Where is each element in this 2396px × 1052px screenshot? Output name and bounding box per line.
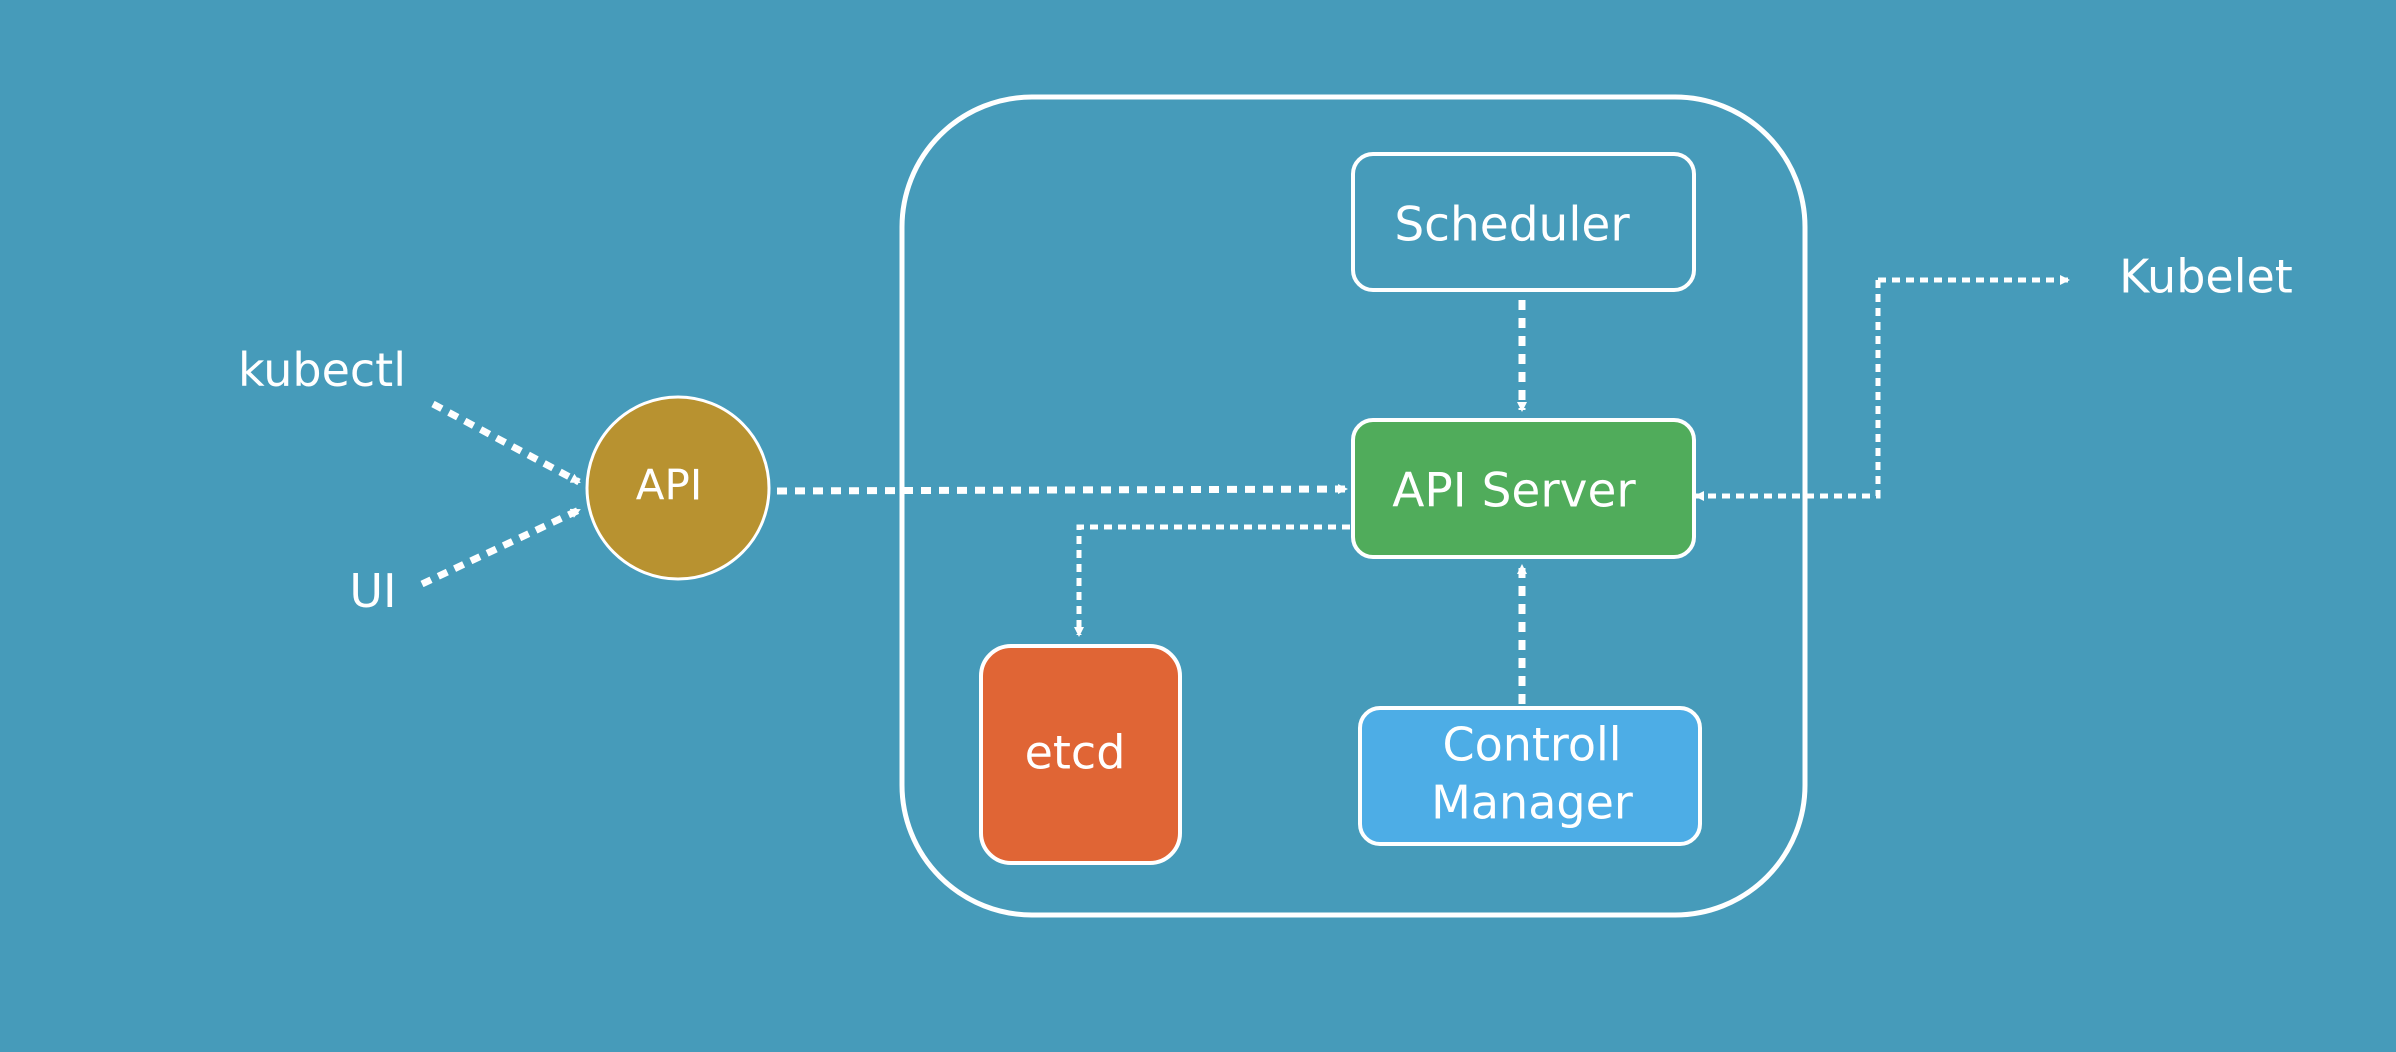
kubectl-label: kubectl — [238, 343, 406, 397]
api-gateway-label: API — [636, 461, 702, 510]
api-gateway-node — [585, 395, 771, 581]
kubectl-to-api-connector — [431, 400, 581, 486]
kubelet-to-api-server-connector — [1694, 280, 1881, 501]
controller-manager-label-line2: Manager — [1431, 776, 1633, 830]
control-plane-container — [899, 94, 1808, 918]
api-server-to-etcd-connector — [1074, 524, 1350, 637]
etcd-label: etcd — [1025, 726, 1126, 780]
kubelet-label: Kubelet — [2119, 250, 2293, 304]
controller-manager-label-line1: Controll — [1442, 718, 1621, 772]
scheduler-label: Scheduler — [1394, 198, 1630, 253]
api-to-api-server-connector — [776, 484, 1348, 495]
etcd-node — [979, 644, 1182, 865]
api-server-label: API Server — [1392, 464, 1636, 519]
scheduler-node — [1351, 152, 1696, 292]
ui-label: UI — [349, 564, 396, 618]
api-server-node — [1351, 418, 1696, 559]
ui-to-api-connector — [420, 506, 581, 588]
controller-manager-node — [1358, 706, 1702, 846]
